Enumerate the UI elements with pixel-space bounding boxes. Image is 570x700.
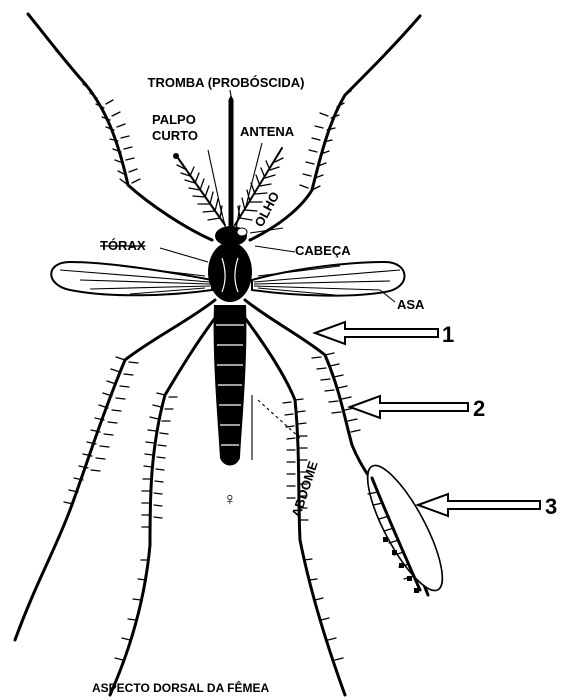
label-palp-line2: CURTO bbox=[152, 128, 198, 143]
label-abdomen: ABDOME bbox=[289, 459, 321, 519]
label-head: CABEÇA bbox=[295, 243, 351, 258]
label-wing: ASA bbox=[397, 297, 425, 312]
proboscis bbox=[229, 96, 233, 232]
label-antenna: ANTENA bbox=[240, 124, 295, 139]
caption: ASPECTO DORSAL DA FÊMEA bbox=[92, 680, 269, 695]
female-symbol: ♀ bbox=[223, 489, 237, 509]
callout-number-2: 2 bbox=[473, 396, 485, 421]
middle-left-leg bbox=[15, 300, 215, 640]
callout-arrows bbox=[315, 322, 540, 516]
arrow-2 bbox=[350, 396, 468, 418]
label-thorax: TÓRAX bbox=[100, 238, 146, 253]
label-proboscis: TROMBA (PROBÓSCIDA) bbox=[148, 75, 305, 90]
arrow-3 bbox=[418, 494, 540, 516]
front-left-leg bbox=[28, 14, 212, 240]
thorax bbox=[208, 242, 252, 302]
body bbox=[208, 226, 252, 466]
eye bbox=[237, 228, 247, 236]
arrow-1 bbox=[315, 322, 438, 344]
leg-detail-oval bbox=[354, 457, 455, 599]
callout-number-1: 1 bbox=[442, 322, 454, 347]
label-palp-line1: PALPO bbox=[152, 112, 196, 127]
callout-number-3: 3 bbox=[545, 494, 557, 519]
